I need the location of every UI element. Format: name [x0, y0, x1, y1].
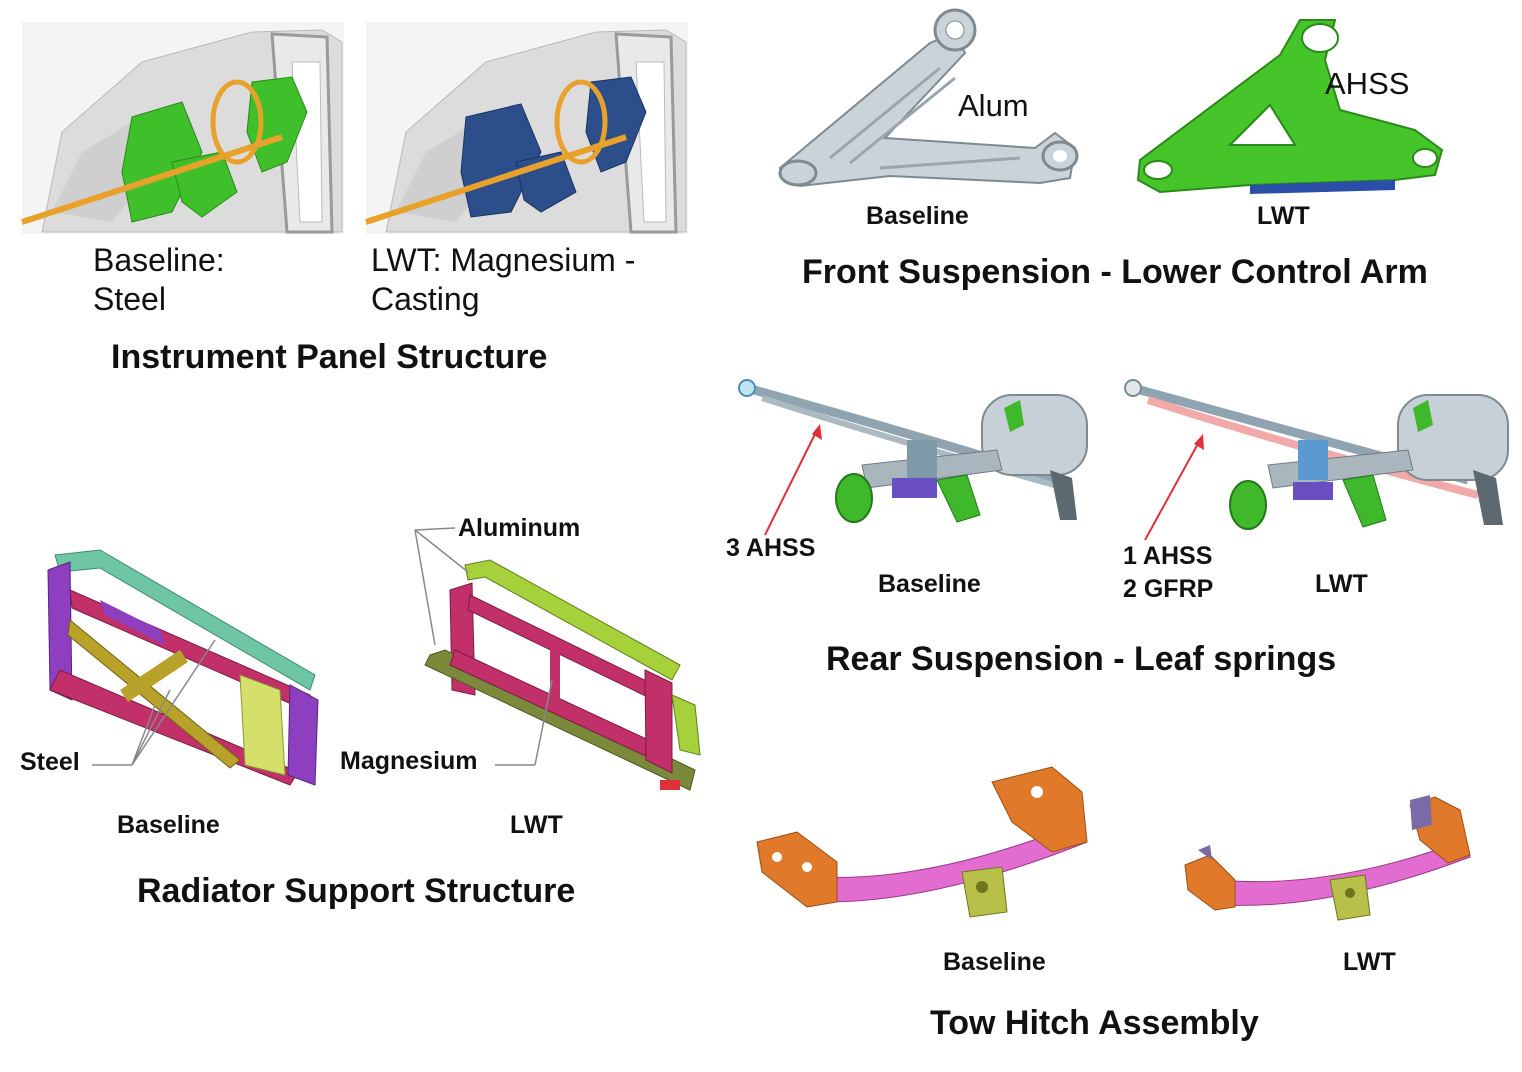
tow-hitch-title: Tow Hitch Assembly	[930, 1004, 1259, 1042]
front-lower-control-arm-baseline-image	[778, 8, 1079, 188]
front-suspension-title: Front Suspension - Lower Control Arm	[802, 253, 1428, 291]
radiator-callout-lines	[92, 527, 553, 766]
rear-lwt-label: LWT	[1315, 570, 1368, 598]
instrument-panel-baseline-caption: Baseline: Steel	[93, 241, 225, 319]
radiator-callout-aluminum: Aluminum	[458, 514, 581, 542]
instrument-panel-baseline-image	[21, 22, 344, 234]
lwt-caption-line2: Casting	[371, 281, 480, 317]
tow-hitch-lwt-label: LWT	[1343, 948, 1396, 976]
tow-hitch-baseline-image	[756, 766, 1088, 918]
radiator-baseline-label: Baseline	[117, 811, 220, 839]
tow-hitch-baseline-label: Baseline	[943, 948, 1046, 976]
front-baseline-material: Alum	[958, 88, 1029, 123]
rear-lwt-callout-arrow	[1144, 434, 1204, 541]
baseline-caption-line1: Baseline:	[93, 242, 225, 278]
radiator-support-baseline-image	[47, 549, 319, 786]
rear-lwt-callout-line1: 1 AHSS	[1123, 542, 1213, 570]
front-baseline-label: Baseline	[866, 202, 969, 230]
lwt-caption-line1: LWT: Magnesium -	[371, 242, 636, 278]
radiator-support-title: Radiator Support Structure	[137, 872, 576, 910]
front-lwt-label: LWT	[1257, 202, 1310, 230]
tow-hitch-lwt-image	[1184, 795, 1471, 921]
rear-lwt-callout-line2: 2 GFRP	[1123, 575, 1214, 603]
radiator-callout-steel: Steel	[20, 748, 80, 776]
radiator-support-lwt-image	[424, 559, 701, 791]
rear-leaf-spring-lwt-image	[1124, 379, 1509, 530]
rear-suspension-title: Rear Suspension - Leaf springs	[826, 640, 1337, 678]
rear-baseline-label: Baseline	[878, 570, 981, 598]
radiator-lwt-label: LWT	[510, 811, 563, 839]
rear-lwt-callout: 1 AHSS 2 GFRP	[1123, 540, 1213, 606]
front-lwt-material: AHSS	[1325, 66, 1410, 101]
rear-baseline-callout-arrow	[764, 424, 822, 536]
baseline-caption-line2: Steel	[93, 281, 166, 317]
instrument-panel-lwt-caption: LWT: Magnesium - Casting	[371, 241, 635, 319]
instrument-panel-title: Instrument Panel Structure	[111, 338, 548, 376]
radiator-callout-magnesium: Magnesium	[340, 747, 478, 775]
instrument-panel-lwt-image	[365, 22, 688, 234]
rear-leaf-spring-baseline-image	[738, 379, 1088, 523]
front-lower-control-arm-lwt-image	[1136, 19, 1444, 194]
rear-baseline-callout: 3 AHSS	[726, 534, 816, 562]
